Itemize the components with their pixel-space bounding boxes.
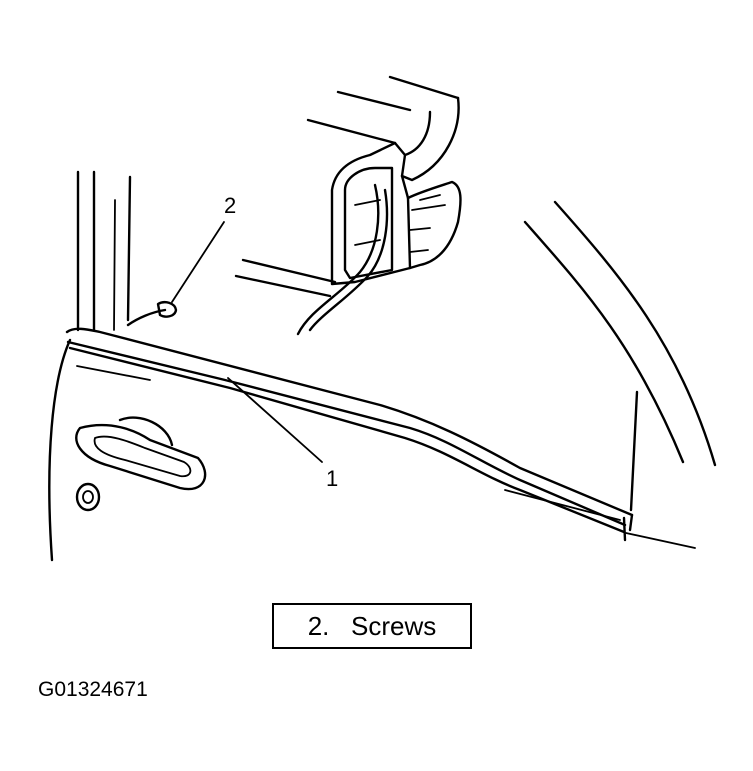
door-panel-outline <box>48 338 696 562</box>
door-pillar <box>76 170 132 332</box>
legend-box: 2. Screws <box>272 603 472 649</box>
figure-id: G01324671 <box>38 678 148 701</box>
window-glass-edge <box>523 200 717 467</box>
door-handle <box>75 416 207 491</box>
callout-leader-2 <box>171 221 225 303</box>
lock-cylinder <box>75 482 101 512</box>
callout-2-label: 2 <box>224 193 236 218</box>
screw <box>126 301 178 327</box>
legend-label: Screws <box>351 610 437 641</box>
callout-leader-1 <box>227 377 323 463</box>
mirror-assembly <box>234 75 462 336</box>
legend-number: 2. <box>307 610 330 641</box>
callout-1-label: 1 <box>326 466 338 491</box>
door-molding <box>65 327 634 542</box>
